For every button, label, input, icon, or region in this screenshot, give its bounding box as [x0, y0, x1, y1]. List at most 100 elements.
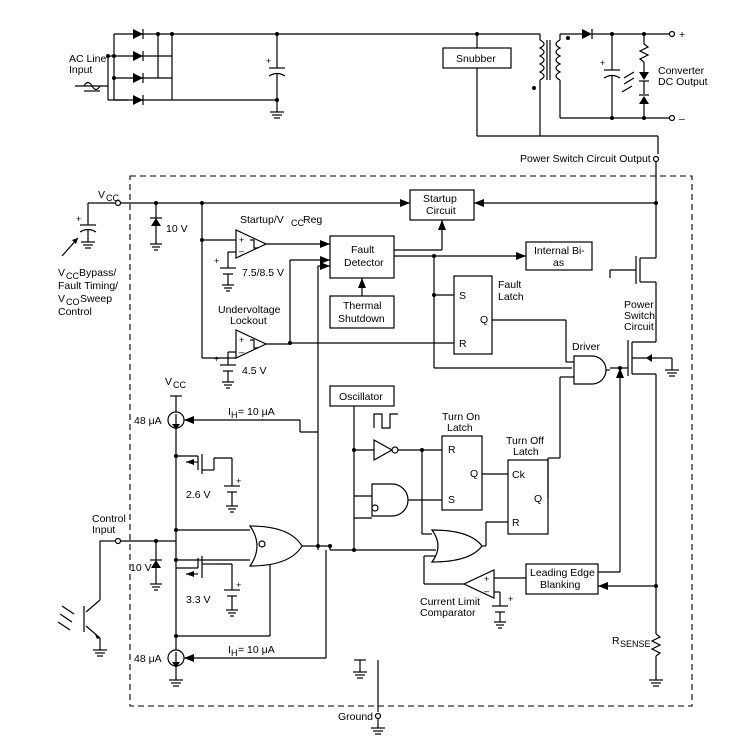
- startup-vcc-reg-label-b: CC: [291, 218, 304, 228]
- fault-latch-s: S: [459, 290, 466, 302]
- leb-label-2: Blanking: [540, 579, 580, 591]
- ac-input-section: AC Line Input +: [69, 29, 540, 119]
- turn-on-latch-block: Turn On Latch R Q S: [441, 411, 508, 511]
- turn-on-latch-q: Q: [470, 468, 478, 480]
- vcc2-label: V: [165, 376, 172, 388]
- startup-vcc-reg-label-c: Reg: [303, 214, 322, 226]
- control-section: V CC 48 μA I H = 10 μA 2.6 V +: [57, 376, 327, 687]
- power-switch-section: Power Switch Circuit: [609, 256, 679, 634]
- internal-bias-block: Internal Bi- as: [525, 241, 593, 271]
- comp3-plus: +: [484, 574, 489, 584]
- startup-vcc-reg-label-a: Startup/V: [240, 214, 284, 226]
- vcc-section: V CC + V CC Bypass/ Fault Timing/ V CO S…: [58, 189, 410, 359]
- uvlo-label-1: Undervoltage: [218, 304, 281, 316]
- ref4-plus: +: [236, 476, 241, 486]
- ic-boundary: [129, 175, 693, 707]
- power-switch-label-1: Power: [624, 299, 654, 311]
- ac-line-input-label-2: Input: [69, 64, 92, 76]
- vco-sweep-label-b: CO: [66, 297, 80, 307]
- or-gate-control: [248, 518, 356, 567]
- current-limit-label-1: Current Limit: [420, 596, 480, 608]
- rsense-section: R SENSE: [612, 633, 663, 687]
- fault-latch-label-2: Latch: [498, 291, 524, 303]
- fault-latch-r: R: [459, 338, 467, 350]
- converter-output-label-2: DC Output: [658, 76, 708, 88]
- ref1-plus: +: [214, 256, 219, 266]
- oscillator-block: Oscillator: [329, 385, 442, 519]
- fault-latch-label-1: Fault: [498, 279, 521, 291]
- ref2-plus: +: [214, 354, 219, 364]
- uvlo-label-2: Lockout: [230, 315, 267, 327]
- undervoltage-lockout-comparator: Undervoltage Lockout + – 4.5 V +: [214, 256, 330, 389]
- comp2-minus: –: [239, 347, 244, 357]
- driver-gate: Driver: [548, 341, 610, 459]
- ih-top-label: I: [228, 406, 231, 418]
- ref-33-label: 3.3 V: [186, 594, 211, 606]
- rsense-label: R: [612, 635, 620, 647]
- zener-10v-label: 10 V: [166, 223, 188, 235]
- turn-off-latch-label-2: Latch: [513, 446, 539, 458]
- vcc-label-sub: CC: [106, 193, 119, 203]
- ground-label: Ground: [338, 711, 373, 723]
- internal-bias-label-1: Internal Bi-: [534, 245, 585, 257]
- current-source-bottom-label: 48 μA: [134, 653, 162, 665]
- snubber-block: Snubber: [442, 32, 512, 136]
- current-source-top-label: 48 μA: [134, 415, 162, 427]
- startup-vcc-reg-comparator: Startup/V CC Reg + – 7.5/8.5 V +: [214, 214, 330, 292]
- fault-detector-label-2: Detector: [344, 257, 384, 269]
- transformer-output: + + – Converter DC Output: [477, 29, 708, 137]
- bulk-cap-plus: +: [266, 56, 271, 66]
- fault-detector-label-1: Fault: [351, 244, 374, 256]
- comp2-plus: +: [239, 335, 244, 345]
- fault-timing-label: Fault Timing/: [58, 280, 118, 292]
- control-label: Control: [58, 306, 92, 318]
- turn-off-latch-block: Turn Off Latch Ck Q R: [485, 435, 549, 546]
- vcc-bypass-label-c: Bypass/: [79, 267, 116, 279]
- output-plus: +: [679, 29, 685, 41]
- or-gate-pwm: [330, 529, 486, 585]
- power-switch-label-3: Circuit: [624, 321, 654, 333]
- turn-on-latch-label-2: Latch: [447, 422, 473, 434]
- ih-top-label-sub: H: [231, 410, 238, 420]
- comp1-plus: +: [239, 235, 244, 245]
- ac-line-input-label-1: AC Line: [69, 53, 107, 65]
- ih-bottom-label-sub: H: [231, 648, 238, 658]
- ref3-plus: +: [508, 594, 513, 604]
- turn-off-latch-label-1: Turn Off: [506, 435, 544, 447]
- vco-sweep-label-a: V: [58, 293, 65, 305]
- control-input-label-1: Control: [92, 513, 126, 525]
- ih-bottom-label: I: [228, 644, 231, 656]
- vcc-bypass-label-b: CC: [66, 271, 79, 281]
- power-switch-label-2: Switch: [624, 310, 655, 322]
- control-input-label-2: Input: [92, 524, 115, 536]
- out-cap-plus: +: [600, 58, 605, 68]
- ground-pin: Ground: [338, 659, 385, 735]
- current-limit-label-2: Comparator: [420, 607, 476, 619]
- converter-output-label-1: Converter: [658, 65, 705, 77]
- turn-off-latch-ck: Ck: [512, 469, 526, 481]
- turn-on-latch-label-1: Turn On: [442, 411, 480, 423]
- leb-label-1: Leading Edge: [530, 567, 595, 579]
- vcc-cap-plus: +: [76, 214, 81, 224]
- vcc2-label-sub: CC: [173, 380, 186, 390]
- turn-on-latch-s: S: [448, 494, 455, 506]
- driver-label: Driver: [572, 341, 601, 353]
- power-switch-circuit-output-label: Power Switch Circuit Output: [520, 153, 651, 165]
- rsense-label-sub: SENSE: [620, 639, 651, 649]
- fault-latch-q: Q: [480, 314, 488, 326]
- zener2-10v-label: 10 V: [130, 562, 152, 574]
- ih-bottom-label-val: = 10 μA: [238, 644, 275, 656]
- comp1-minus: –: [239, 246, 244, 256]
- vco-sweep-label-c: Sweep: [80, 293, 112, 305]
- current-limit-comparator: + – Current Limit Comparator +: [420, 569, 526, 629]
- output-minus: –: [679, 113, 685, 125]
- startup-circuit-label-1: Startup: [423, 193, 457, 205]
- thermal-shutdown-label-1: Thermal: [343, 300, 382, 312]
- vcc-label: V: [98, 189, 105, 201]
- and-gate: [371, 448, 442, 535]
- turn-off-latch-r: R: [512, 517, 520, 529]
- startup-circuit-block: Startup Circuit: [400, 189, 658, 250]
- turn-on-latch-r: R: [448, 444, 456, 456]
- power-switch-output: Power Switch Circuit Output: [520, 136, 660, 258]
